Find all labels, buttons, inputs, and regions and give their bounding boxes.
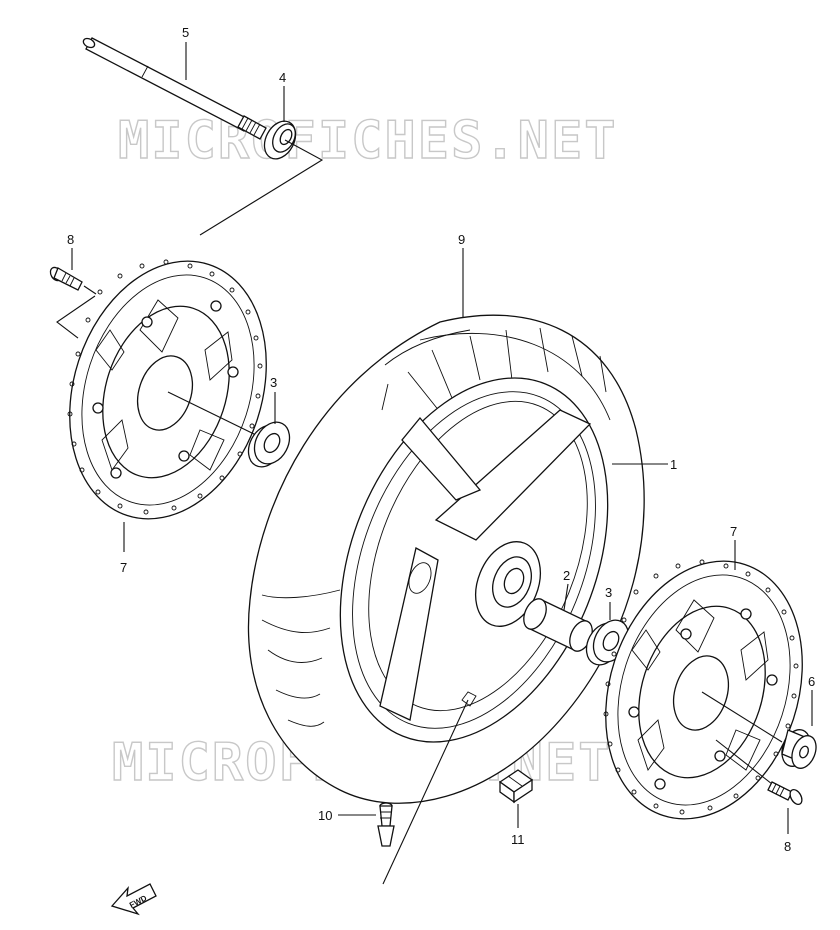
callout-10: 10	[318, 808, 332, 823]
callout-2: 2	[563, 568, 570, 583]
callout-8-right: 8	[784, 839, 791, 854]
callout-5: 5	[182, 25, 189, 40]
part-bolt-right[interactable]	[715, 739, 804, 806]
callout-3-right: 3	[605, 585, 612, 600]
callout-11: 11	[511, 832, 525, 847]
part-bearing-left[interactable]	[242, 416, 297, 473]
part-collar[interactable]	[777, 726, 821, 772]
callout-1: 1	[670, 457, 677, 472]
callout-7-right: 7	[730, 524, 737, 539]
callout-6: 6	[808, 674, 815, 689]
part-oil-seal[interactable]	[258, 116, 302, 164]
part-bolt-left[interactable]	[48, 265, 97, 295]
part-brake-disc-left[interactable]	[38, 235, 298, 544]
part-spacer[interactable]	[519, 595, 596, 654]
assembly-line-disc-left	[56, 295, 96, 339]
assembly-line-axle	[199, 139, 324, 236]
part-axle[interactable]	[82, 37, 267, 140]
part-balancer-weight[interactable]	[498, 769, 534, 804]
watermark-top: MICROFICHES.NET	[118, 111, 618, 171]
forward-arrow: FWD	[110, 883, 157, 916]
assembly-line-hub-left	[167, 391, 259, 437]
callout-4: 4	[279, 70, 286, 85]
callout-9: 9	[458, 232, 465, 247]
part-valve[interactable]	[377, 699, 469, 885]
callout-8-left: 8	[67, 232, 74, 247]
part-bearing-right[interactable]	[580, 614, 636, 671]
part-wheel[interactable]	[290, 338, 659, 782]
callout-7-left: 7	[120, 560, 127, 575]
assembly-line-hub-right	[701, 691, 783, 743]
callout-leaders	[71, 42, 813, 834]
callout-3-left: 3	[270, 375, 277, 390]
